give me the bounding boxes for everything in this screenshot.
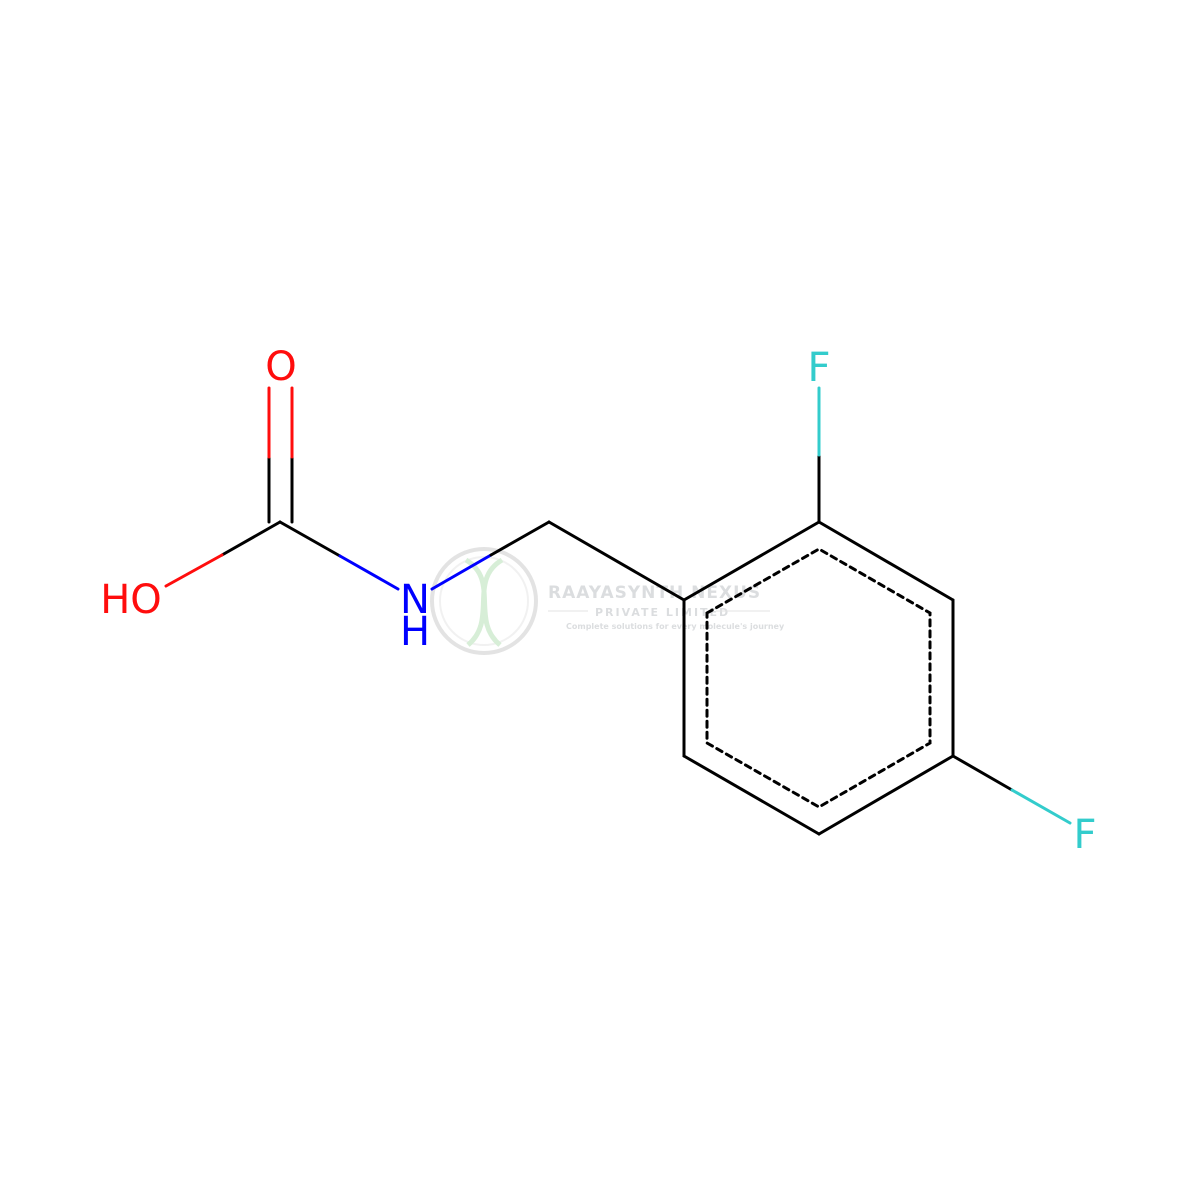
bond-ring-5-6: [682, 754, 821, 836]
watermark-logo-ring: [430, 547, 538, 655]
bond-cf-para-carbon: [951, 754, 1014, 792]
bond-ring-1-2: [682, 520, 821, 602]
bond-c-n-nitrogen: [338, 554, 400, 591]
atom-label-fluorine-para: F: [1073, 812, 1096, 858]
atom-label-fluorine-ortho: F: [807, 345, 830, 391]
watermark: RAAYASYNTH NEXUS PRIVATE LIMITED Complet…: [430, 547, 785, 655]
bond-c-n-carbon: [278, 520, 342, 558]
bond-cf-para-fluorine: [1010, 788, 1072, 825]
atom-label-hydroxyl: HO: [100, 577, 162, 623]
atom-labels: O HO N H F F: [100, 344, 1096, 858]
bond-n-ch2-carbon: [489, 520, 551, 557]
bond-n-ch2-nitrogen: [430, 553, 493, 591]
bond-c-oh-oxygen: [164, 553, 224, 588]
bonds: [164, 386, 1072, 836]
atom-label-nitrogen-hydrogen: H: [400, 609, 430, 655]
bond-ring-2-3: [817, 520, 955, 602]
watermark-subtitle: PRIVATE LIMITED: [595, 606, 730, 619]
watermark-tagline: Complete solutions for every molecule's …: [566, 622, 785, 631]
bond-c-oh-carbon: [220, 520, 282, 557]
bond-ch2-ring: [547, 520, 686, 602]
watermark-helix-icon: [464, 557, 504, 647]
bond-ring-4-5: [817, 754, 955, 836]
atom-label-oxygen-carbonyl: O: [265, 344, 296, 390]
atom-label-nitrogen: N: [400, 577, 430, 623]
aromatic-inner-ring: [705, 547, 932, 809]
watermark-logo-inner: [439, 556, 529, 646]
